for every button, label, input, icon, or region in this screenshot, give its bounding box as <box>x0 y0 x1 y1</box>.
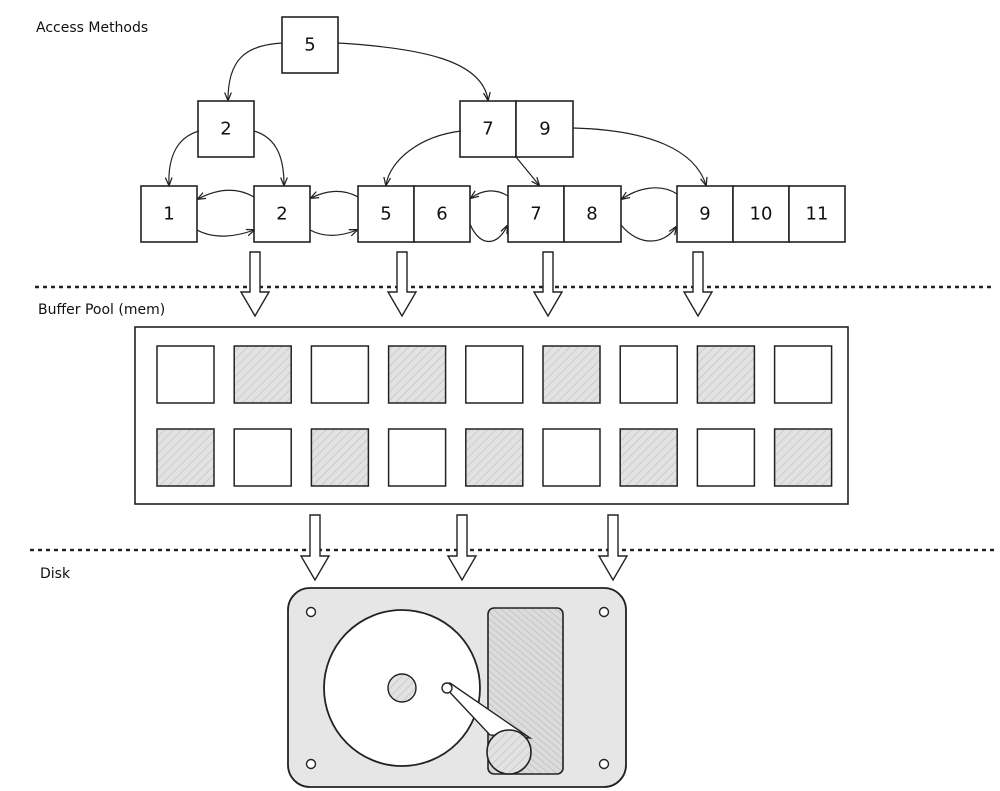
buffer-frame-occupied <box>542 345 601 404</box>
disk-label: Disk <box>40 566 71 582</box>
buffer-frame-free <box>387 428 447 487</box>
buffer-frame-free <box>773 345 833 404</box>
hollow-down-arrow-icon <box>682 251 714 318</box>
buffer-frame-free <box>156 345 215 404</box>
page-request-arrows <box>239 251 714 318</box>
access-methods-label: Access Methods <box>36 20 148 36</box>
key-label: 7 <box>482 119 493 140</box>
buffer-frame-occupied <box>696 345 756 404</box>
hollow-down-arrow-icon <box>532 251 564 318</box>
buffer-frame-free <box>542 428 601 487</box>
buffer-frame-occupied <box>233 345 292 404</box>
leaf-node: 7 8 <box>507 185 622 243</box>
buffer-frame-occupied <box>387 345 447 404</box>
buffer-frame-occupied <box>156 428 215 487</box>
key-label: 7 <box>530 204 541 225</box>
hollow-down-arrow-icon <box>299 514 331 582</box>
key-label: 9 <box>699 204 710 225</box>
sibling-pointers <box>197 187 677 242</box>
buffer-frame-occupied <box>465 428 524 487</box>
leaf-node: 5 6 <box>357 185 471 243</box>
tree-pointers <box>169 42 706 185</box>
key-label: 5 <box>304 35 315 56</box>
bplus-tree: 5 2 7 9 1 2 5 6 <box>140 16 846 243</box>
key-label: 2 <box>276 204 287 225</box>
screw-icon <box>305 606 317 618</box>
leaf-node: 2 <box>253 185 311 243</box>
hollow-down-arrow-icon <box>597 514 629 582</box>
hollow-down-arrow-icon <box>446 514 478 582</box>
leaf-node: 9 10 11 <box>676 185 846 243</box>
disk-io-arrows <box>299 514 629 582</box>
screw-icon <box>598 606 610 618</box>
key-label: 6 <box>436 204 447 225</box>
spindle <box>387 673 417 703</box>
key-label: 8 <box>586 204 597 225</box>
hard-disk-drive-icon <box>287 587 627 788</box>
key-label: 5 <box>380 204 391 225</box>
key-label: 2 <box>220 119 231 140</box>
leaf-node: 1 <box>140 185 198 243</box>
buffer-frame-free <box>233 428 292 487</box>
hollow-down-arrow-icon <box>386 251 418 318</box>
buffer-frame-free <box>310 345 370 404</box>
screw-icon <box>598 758 610 770</box>
tree-internal-node-right: 7 9 <box>459 100 574 158</box>
tree-root-node: 5 <box>281 16 339 74</box>
buffer-frame-free <box>696 428 756 487</box>
key-label: 10 <box>750 204 773 225</box>
buffer-pool-frames <box>156 345 833 487</box>
buffer-frame-free <box>619 345 678 404</box>
key-label: 11 <box>806 204 829 225</box>
buffer-frame-free <box>465 345 524 404</box>
hollow-down-arrow-icon <box>239 251 271 318</box>
key-label: 9 <box>539 119 550 140</box>
buffer-frame-occupied <box>619 428 678 487</box>
buffer-frame-occupied <box>310 428 370 487</box>
tree-internal-node-left: 2 <box>197 100 255 158</box>
actuator-pivot <box>486 729 532 775</box>
read-head <box>441 682 453 694</box>
key-label: 1 <box>163 204 174 225</box>
screw-icon <box>305 758 317 770</box>
buffer-frame-occupied <box>773 428 833 487</box>
buffer-pool-label: Buffer Pool (mem) <box>38 302 165 318</box>
